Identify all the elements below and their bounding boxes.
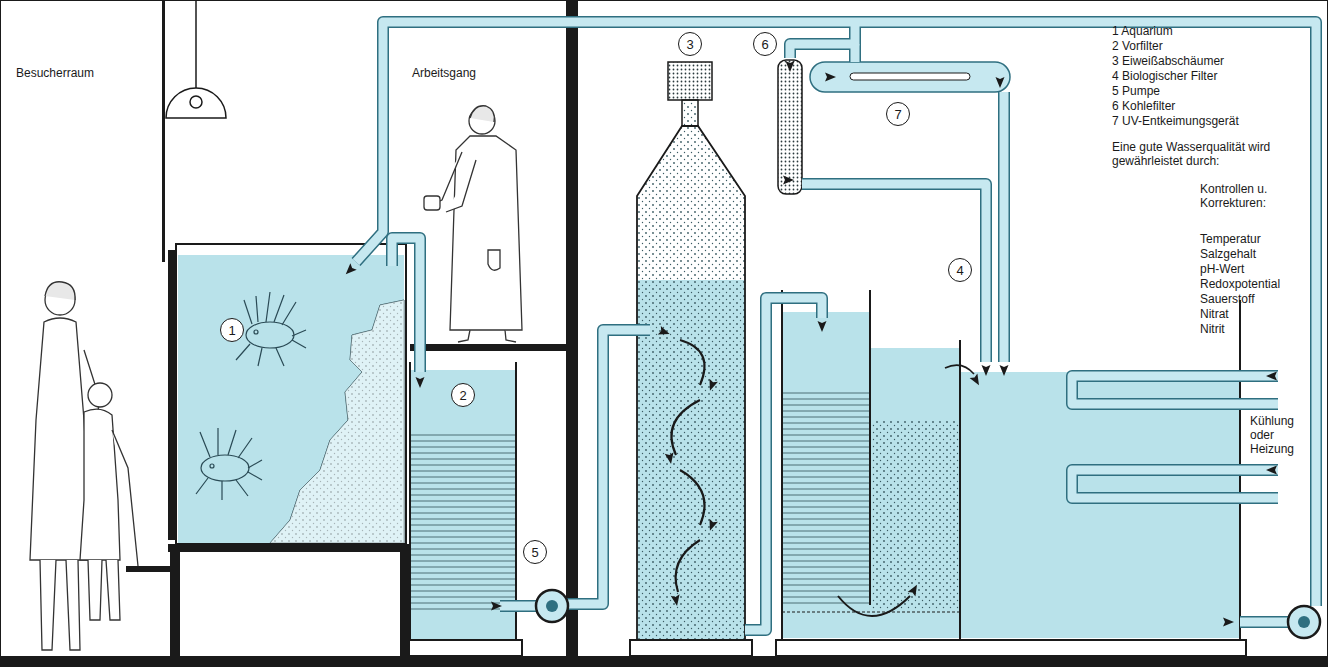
pipe (500, 600, 536, 612)
check-item: pH-Wert (1200, 262, 1300, 276)
callout-number: 6 (753, 32, 777, 56)
callout-text: 4 (956, 264, 963, 277)
room-label: Besucherraum (16, 66, 136, 80)
pipe (1240, 618, 1290, 627)
callout-text: 5 (531, 546, 538, 559)
flow-arrow (783, 176, 794, 185)
pipe (849, 44, 861, 62)
flow-arrow (343, 263, 357, 277)
key-entry: 6 Kohlefilter (1112, 99, 1292, 113)
pump (536, 590, 568, 622)
pump-hub (1298, 616, 1310, 628)
key-entry: 4 Biologischer Filter (1112, 69, 1292, 83)
callout-number: 5 (523, 540, 547, 564)
callout-text: 6 (761, 38, 768, 51)
callout-text: 1 (228, 324, 235, 337)
callout-number: 2 (451, 383, 475, 407)
pipe (356, 22, 1316, 606)
callout-text: 2 (459, 389, 466, 402)
note-text: Eine gute Wasserqualität wird gewährleis… (1112, 140, 1284, 168)
callout-number: 4 (948, 258, 972, 282)
check-item: Salzgehalt (1200, 247, 1300, 261)
check-item: Nitrat (1200, 307, 1300, 321)
check-item: Sauerstoff (1200, 292, 1300, 306)
flow-arrow (1266, 466, 1277, 475)
check-item: Temperatur (1200, 232, 1300, 246)
flow-arrow (416, 377, 425, 388)
key-entry: 7 UV-Entkeimungsgerät (1112, 114, 1292, 128)
callout-text: 7 (894, 108, 901, 121)
pipe (1072, 470, 1278, 498)
pipe (392, 238, 420, 372)
flow-arrow (665, 452, 676, 464)
flow-arrow (1223, 618, 1234, 627)
flow-arrow (786, 61, 795, 72)
pipe (566, 330, 650, 604)
pipe (802, 184, 986, 362)
callout-text: 3 (686, 38, 693, 51)
flow-arrow (1000, 365, 1009, 376)
check-item: Redoxpotential (1200, 277, 1300, 291)
pipe (1072, 376, 1278, 404)
flow-arrow (491, 602, 502, 611)
room-label: Arbeitsgang (412, 66, 532, 80)
callout-number: 3 (678, 32, 702, 56)
key-entry: 2 Vorfilter (1112, 39, 1292, 53)
flow-arrow (706, 519, 718, 532)
pipe (356, 22, 1316, 606)
pump (1288, 606, 1320, 638)
pipe (1240, 616, 1290, 628)
note-heading: Kontrollen u. Korrekturen: (1200, 182, 1300, 210)
pipe (790, 22, 855, 58)
flow-arrow (671, 594, 682, 606)
coil-label: Kühlung oder Heizung (1250, 414, 1306, 456)
callout-number: 7 (886, 102, 910, 126)
pipe (392, 238, 420, 372)
pipe (1000, 92, 1009, 362)
flow-arrow (996, 77, 1005, 88)
flow-arrow (706, 379, 718, 392)
pipe (745, 298, 822, 630)
flow-arrow (658, 326, 671, 338)
pipe (851, 44, 860, 62)
flow-arrow (982, 365, 991, 376)
key-entry: 5 Pumpe (1112, 84, 1292, 98)
flow-arrow (1266, 372, 1277, 381)
pipe (500, 602, 536, 611)
key-entry: 1 Aquarium (1112, 24, 1292, 38)
pipe (998, 92, 1010, 362)
pipe (1072, 470, 1278, 498)
pipe (566, 330, 650, 604)
key-entry: 3 Eiweißabschäumer (1112, 54, 1292, 68)
pipe (745, 298, 822, 630)
pipe (790, 22, 855, 58)
flow-arrow (908, 583, 921, 597)
flow-arrow (825, 73, 836, 82)
pump-hub (546, 600, 558, 612)
check-item: Nitrit (1200, 322, 1300, 336)
flow-arrow (818, 321, 827, 332)
callout-number: 1 (220, 318, 244, 342)
pipe (802, 184, 986, 362)
pipe (1072, 376, 1278, 404)
flow-arrow (970, 373, 983, 387)
